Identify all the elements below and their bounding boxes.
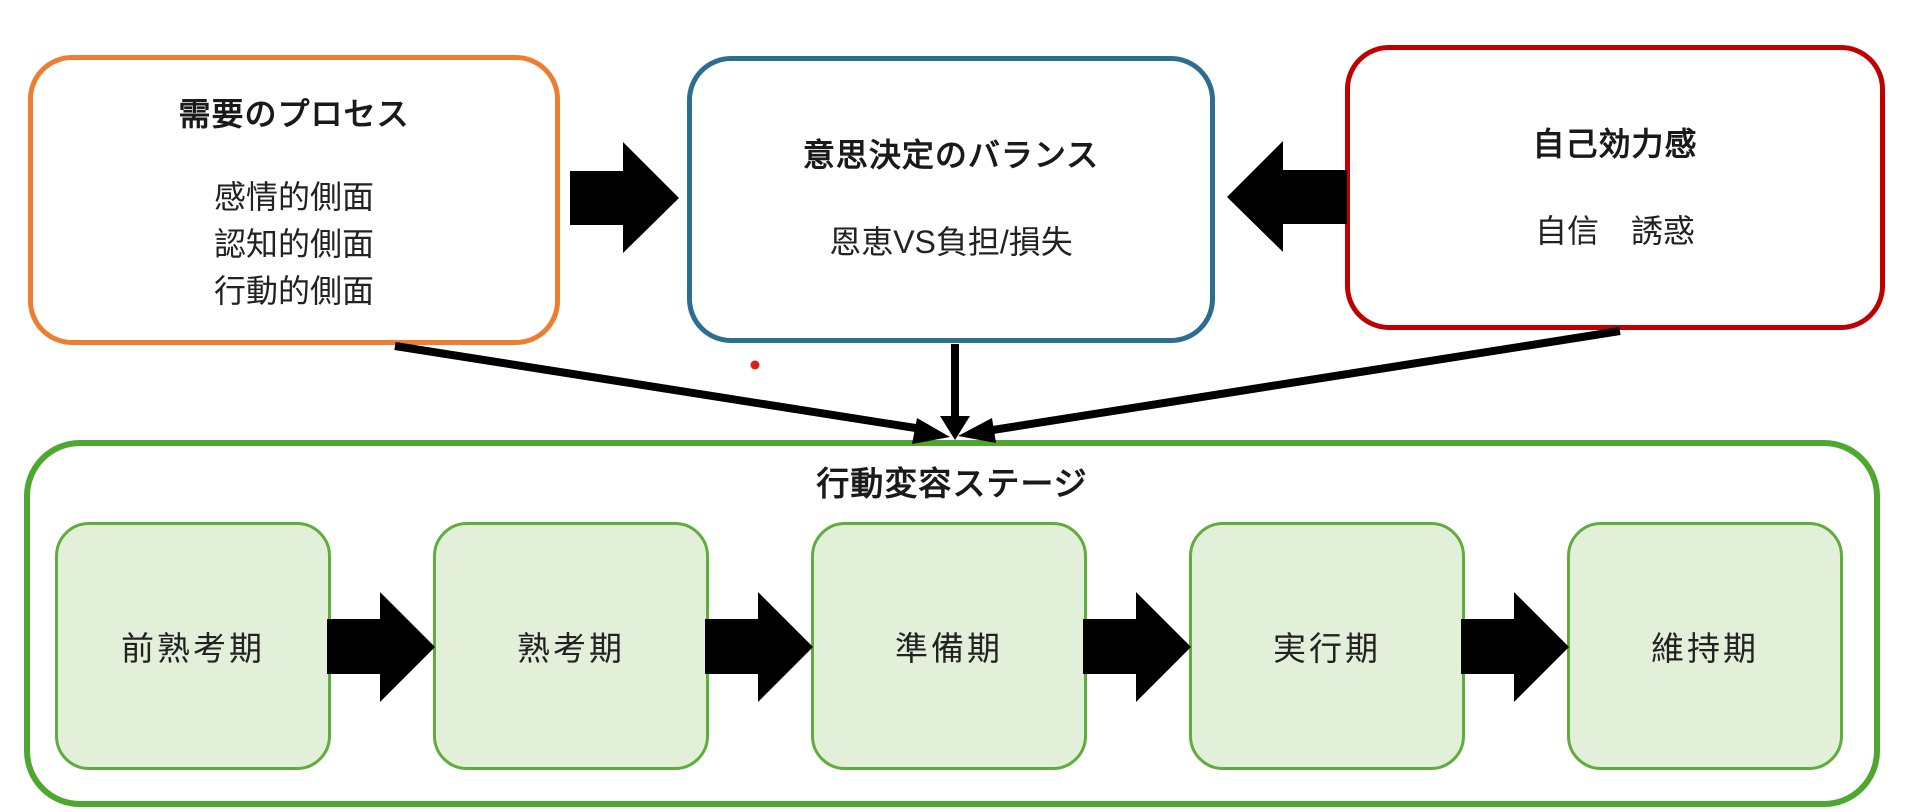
decision-balance-body: 恩恵VS負担/損失: [829, 224, 1073, 260]
stage-label: 準備期: [895, 630, 1003, 667]
stage-box-preparation: 準備期: [811, 522, 1087, 770]
need-process-line: 感情的側面: [213, 179, 374, 215]
stage-box-precontemplation: 前熟考期: [55, 522, 331, 770]
need-process-line: 認知的側面: [213, 226, 374, 262]
connector-from-efficacy-icon: [958, 327, 1621, 443]
red-dot-marker: [750, 360, 760, 370]
need-process-line: 行動的側面: [213, 273, 374, 309]
stage-box-contemplation: 熟考期: [433, 522, 709, 770]
stage-label: 前熟考期: [121, 630, 265, 667]
need-process-title: 需要のプロセス: [178, 96, 410, 132]
stage-box-maintenance: 維持期: [1567, 522, 1843, 770]
arrow-right-icon: [570, 142, 679, 253]
connector-from-decision-icon: [940, 344, 970, 440]
arrow-left-icon: [1227, 141, 1347, 252]
need-process-body: 感情的側面 認知的側面 行動的側面: [214, 174, 374, 315]
decision-balance-title: 意思決定のバランス: [802, 137, 1100, 173]
stage-label: 熟考期: [517, 630, 625, 667]
stage-box-action: 実行期: [1189, 522, 1465, 770]
self-efficacy-box: 自己効力感 自信 誘惑: [1345, 45, 1885, 330]
self-efficacy-title: 自己効力感: [1532, 126, 1698, 162]
connector-from-need-icon: [394, 342, 950, 444]
stage-label: 実行期: [1273, 630, 1381, 667]
self-efficacy-body: 自信 誘惑: [1534, 213, 1695, 249]
need-process-box: 需要のプロセス 感情的側面 認知的側面 行動的側面: [28, 55, 560, 345]
decision-balance-box: 意思決定のバランス 恩恵VS負担/損失: [687, 56, 1215, 343]
stage-label: 維持期: [1651, 630, 1759, 667]
stage-container-title: 行動変容ステージ: [816, 465, 1088, 502]
